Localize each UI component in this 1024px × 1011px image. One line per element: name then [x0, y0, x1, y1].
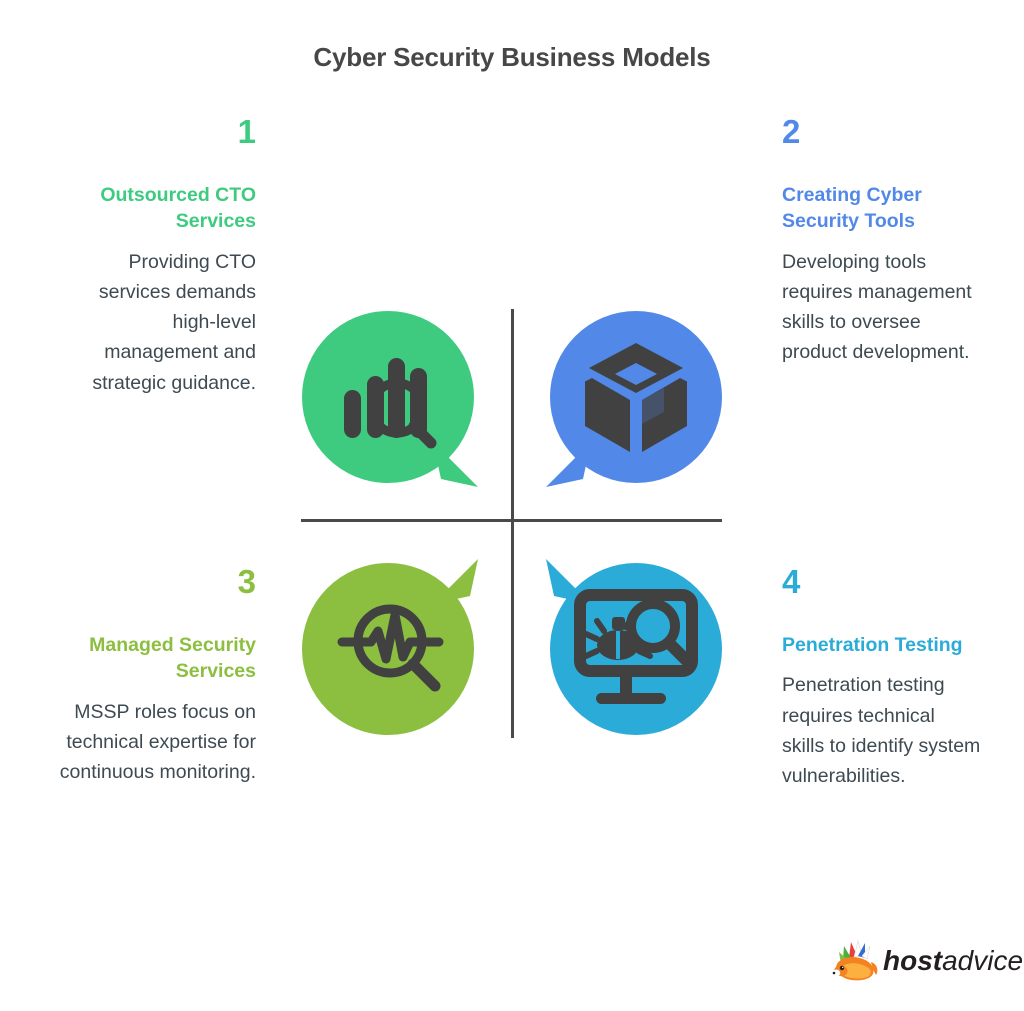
quadrant-4-text-block: 4 Penetration Testing Penetration testin…	[782, 565, 982, 791]
quadrant-1-description: Providing CTO services demands high-leve…	[92, 250, 256, 394]
fox-mascot-icon	[831, 940, 879, 982]
quadrant-1-number: 1	[237, 113, 256, 150]
quadrant-3-description: MSSP roles focus on technical expertise …	[59, 700, 256, 784]
logo-advice-text: advice.	[942, 945, 1024, 976]
quadrant-4-icon-bubble	[540, 553, 722, 735]
quadrant-2-text-block: 2 Creating Cyber Security Tools Developi…	[782, 115, 982, 368]
quadrant-4-number: 4	[782, 563, 801, 600]
quadrant-1-text-block: 1 Outsourced CTO Services Providing CTO …	[56, 115, 256, 398]
isometric-cube-icon	[582, 343, 690, 455]
quadrant-2-icon-bubble	[540, 311, 722, 493]
quadrant-3-text-block: 3 Managed Security Services MSSP roles f…	[56, 565, 256, 787]
quadrant-1-heading: Outsourced CTO Services	[100, 184, 256, 233]
bar-chart-magnifier-icon	[344, 358, 437, 449]
logo-host-text: host	[883, 945, 943, 976]
quadrant-2-heading: Creating Cyber Security Tools	[782, 184, 922, 233]
quadrant-2-description: Developing tools requires management ski…	[782, 250, 972, 364]
quadrant-4-heading: Penetration Testing	[782, 634, 963, 656]
quadrant-1-icon-bubble	[302, 311, 484, 493]
speech-bubble-shape	[546, 311, 722, 487]
quadrant-3-heading: Managed Security Services	[89, 634, 256, 683]
quadrant-4-description: Penetration testing requires technical s…	[782, 674, 981, 787]
page-title: Cyber Security Business Models	[313, 42, 711, 72]
quadrant-3-icon-bubble	[302, 553, 484, 735]
quadrant-2-number: 2	[782, 113, 801, 150]
divider-vertical	[511, 309, 514, 738]
monitor-bug-magnifier-icon	[574, 589, 698, 704]
quadrant-3-number: 3	[237, 563, 256, 600]
logo-wordmark: hostadvice.	[883, 947, 1024, 975]
pulse-magnifier-icon	[337, 604, 444, 692]
hostadvice-logo[interactable]: hostadvice.	[831, 938, 1024, 984]
